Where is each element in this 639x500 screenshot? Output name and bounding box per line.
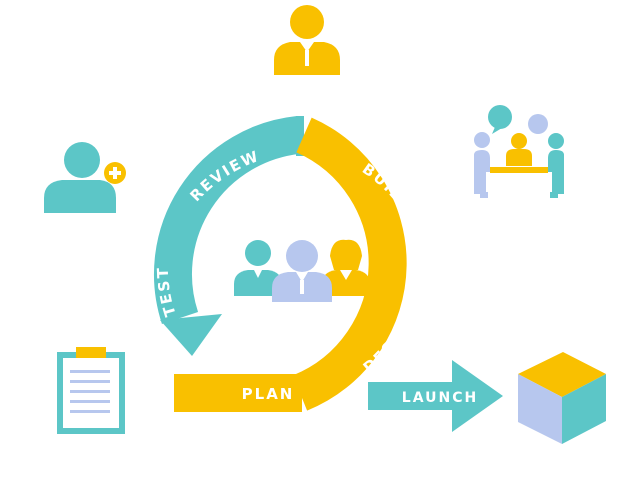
yellow-arc [174,117,407,412]
checklist-clipboard-icon [57,347,125,434]
plan-label: PLAN [242,385,295,403]
launch-label: LAUNCH [402,390,478,406]
add-user-icon [44,142,126,213]
launch-arrow: LAUNCH [368,360,503,432]
teal-arc [154,116,304,356]
teal-arrowhead [160,314,222,356]
product-cube-icon [518,352,606,444]
plan-bar [174,374,302,412]
client-person-icon [274,5,340,75]
team-icon [234,239,370,302]
meeting-icon [474,105,564,198]
